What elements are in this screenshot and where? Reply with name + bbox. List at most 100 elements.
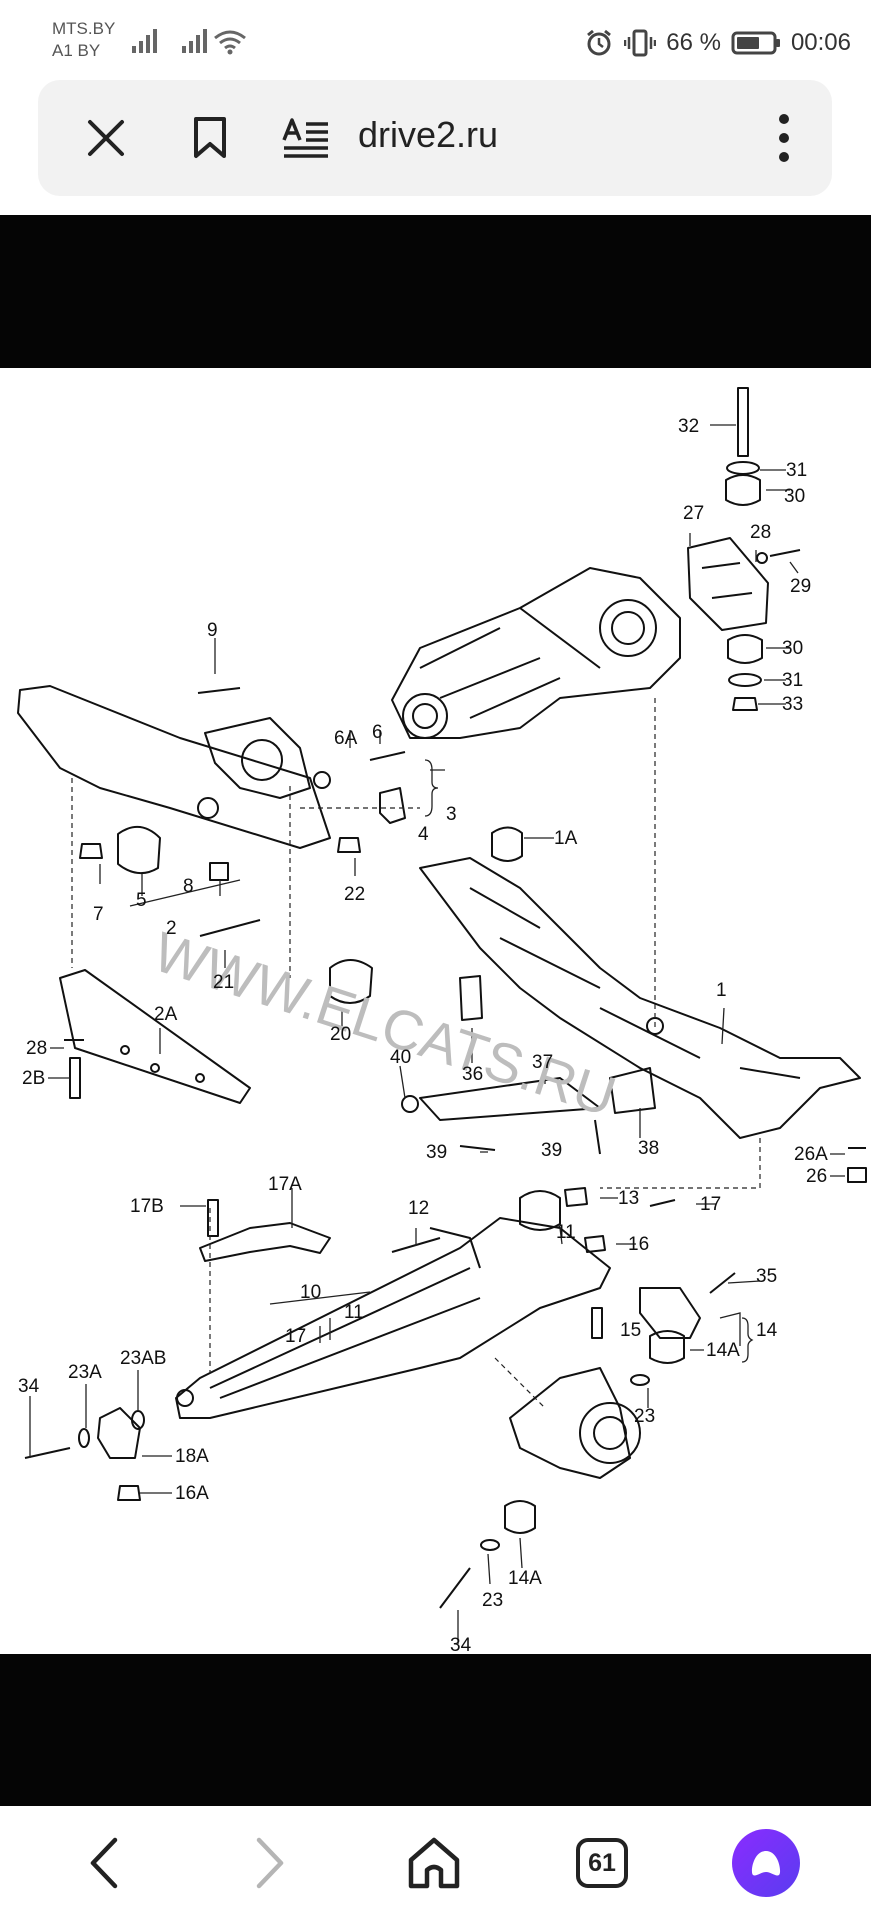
alice-assistant-button[interactable]	[726, 1806, 806, 1920]
browser-nav-bar: 61	[0, 1806, 871, 1920]
nut-16	[584, 1235, 606, 1253]
alice-glyph	[751, 1851, 781, 1876]
bolt-29	[769, 549, 801, 557]
part-label: 11	[344, 1302, 364, 1323]
status-right: 66 % 00:06	[584, 26, 851, 60]
image-viewer-top-band	[0, 215, 871, 368]
part-label: 22	[344, 884, 365, 905]
tabs-button[interactable]: 61	[562, 1806, 642, 1920]
part-label: 14	[756, 1320, 778, 1341]
part-label: 28	[750, 522, 771, 543]
bolt-17B	[207, 1199, 219, 1237]
part-label: 35	[756, 1266, 777, 1287]
part-label: 16	[628, 1234, 649, 1255]
part-label: 3	[446, 804, 457, 825]
part-label: 6A	[334, 728, 358, 749]
bracket-27	[687, 537, 769, 631]
part-label: 30	[782, 638, 803, 659]
part-label: 1A	[554, 828, 578, 849]
url-text[interactable]: drive2.ru	[358, 114, 499, 155]
carrier-1: MTS.BY	[52, 19, 116, 38]
bracket-38	[609, 1067, 656, 1114]
bolt-34-lower	[439, 1567, 471, 1609]
bushing-20	[329, 959, 373, 1004]
part-label: 21	[213, 972, 234, 993]
part-label: 34	[450, 1635, 472, 1654]
washer-31b	[728, 673, 762, 687]
bookmark-icon	[194, 117, 226, 158]
part-label: 20	[330, 1024, 351, 1045]
alice-assistant-icon	[732, 1829, 800, 1897]
bolt-35	[709, 1272, 736, 1294]
part-label: 2B	[22, 1068, 45, 1089]
bolt-21	[199, 919, 261, 937]
part-label: 5	[136, 890, 147, 911]
part-label: 38	[638, 1138, 659, 1159]
parts-diagram[interactable]: WWW.ELCATS.RU 32 31 30 27 28 29 30 31 33…	[0, 368, 871, 1654]
part-label: 28	[26, 1038, 47, 1059]
part-label: 14A	[508, 1568, 542, 1589]
part-label: 13	[618, 1188, 639, 1209]
part-label: 39	[541, 1140, 562, 1161]
part-label: 10	[300, 1282, 321, 1303]
bookmark-button[interactable]	[170, 80, 250, 196]
nut-13	[564, 1187, 588, 1207]
alarm-icon	[587, 29, 612, 56]
close-tab-button[interactable]	[66, 80, 146, 196]
image-viewer-bottom-band	[0, 1654, 871, 1806]
part-label: 26	[806, 1166, 827, 1187]
part-label: 16A	[175, 1483, 209, 1504]
part-label: 8	[183, 876, 194, 897]
more-menu-button[interactable]	[754, 80, 814, 196]
part-label: 36	[462, 1064, 483, 1085]
back-button[interactable]	[64, 1806, 144, 1920]
cross-member-2	[17, 685, 331, 849]
part-label: 23A	[68, 1362, 102, 1383]
status-bar: MTS.BY A1 BY 66 % 00:06	[0, 0, 871, 80]
rubber-mount-30	[725, 474, 761, 506]
forward-button[interactable]	[230, 1806, 310, 1920]
part-label: 32	[678, 416, 699, 437]
battery-icon	[731, 31, 780, 55]
washer-23AB	[131, 1410, 145, 1430]
part-label: 26A	[794, 1144, 828, 1165]
part-label: 9	[207, 620, 218, 641]
part-label: 17	[285, 1326, 306, 1347]
part-label: 40	[390, 1047, 411, 1068]
nut-7	[79, 843, 103, 859]
vibrate-icon	[624, 29, 657, 57]
washer-23A	[78, 1428, 90, 1448]
reader-mode-button[interactable]	[266, 80, 346, 196]
part-label: 23	[482, 1590, 503, 1611]
part-label: 12	[408, 1198, 429, 1219]
watermark: WWW.ELCATS.RU	[146, 919, 623, 1128]
subframe-1	[419, 857, 861, 1139]
more-menu-icon	[779, 114, 789, 162]
forward-icon	[256, 1837, 284, 1889]
rubber-mount-30b	[727, 634, 763, 664]
part-label: 4	[418, 824, 429, 845]
bracket-3	[204, 717, 311, 799]
link-37	[419, 1077, 601, 1121]
part-label: 11	[556, 1222, 576, 1243]
bushing-11	[519, 1190, 561, 1231]
bolt-34	[24, 1447, 71, 1459]
back-icon	[90, 1837, 118, 1889]
bracket-14	[639, 1287, 701, 1339]
home-button[interactable]	[394, 1806, 474, 1920]
washer-23	[630, 1374, 650, 1386]
bolt-6	[369, 751, 406, 761]
part-label: 18A	[175, 1446, 209, 1467]
wifi-icon	[214, 30, 246, 55]
nut-22	[337, 837, 361, 853]
part-label: 1	[716, 980, 727, 1001]
nut-26	[847, 1167, 867, 1183]
part-label: 2A	[154, 1004, 178, 1025]
wheel-hub	[509, 1367, 631, 1479]
part-label: 14A	[706, 1340, 740, 1361]
bracket-17A	[199, 1222, 331, 1262]
part-label: 39	[426, 1142, 447, 1163]
part-label: 23AB	[120, 1348, 166, 1369]
tabs-icon: 61	[576, 1838, 628, 1888]
browser-address-bar: drive2.ru	[38, 80, 832, 196]
